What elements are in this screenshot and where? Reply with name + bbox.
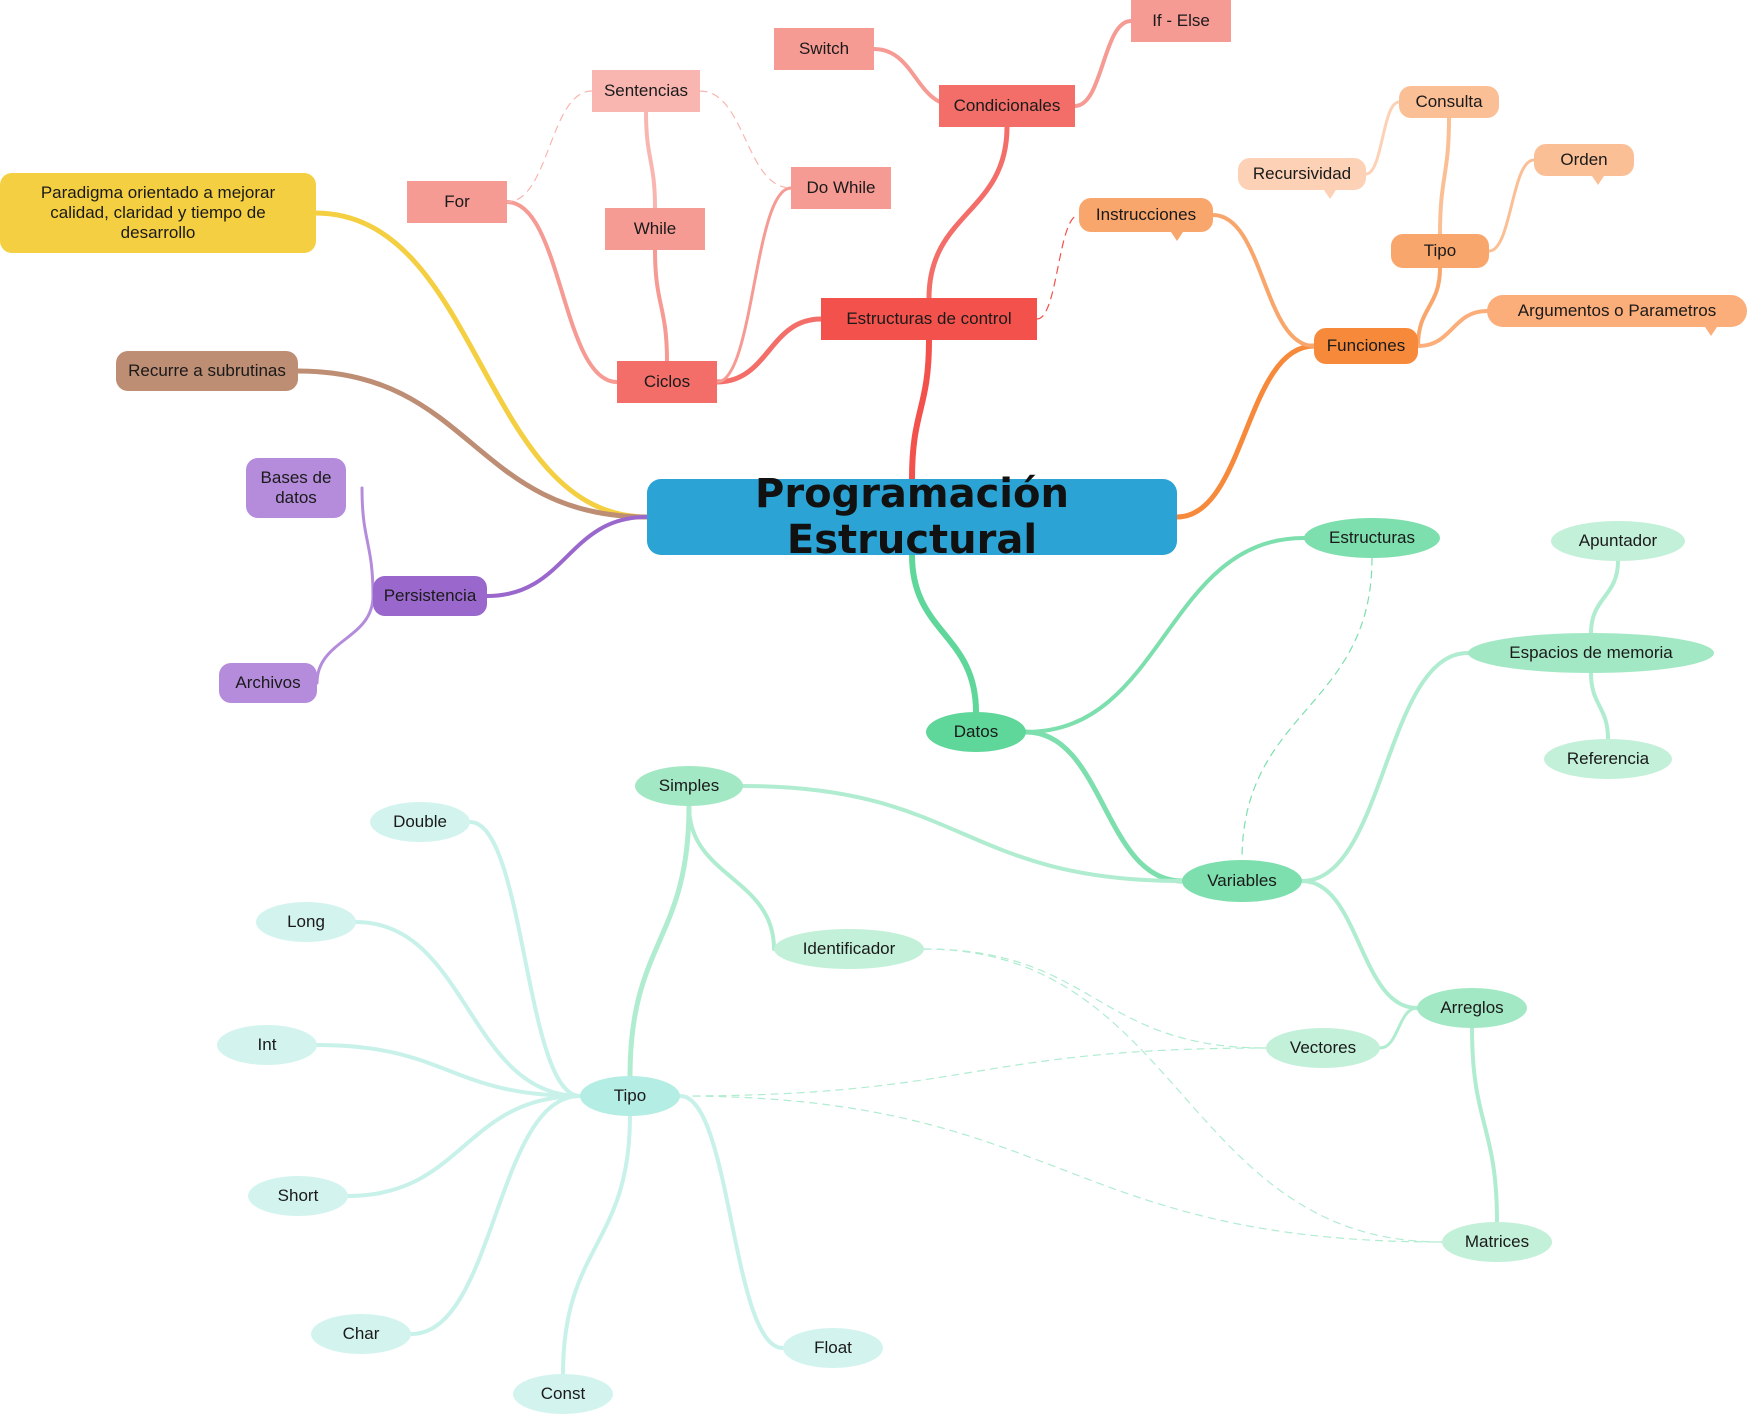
subtopic-arreglos[interactable]: Arreglos: [1417, 988, 1527, 1028]
connector-arreglos: [1300, 879, 1419, 1010]
connector-identificador: [687, 804, 776, 951]
type-char[interactable]: Char: [311, 1314, 411, 1354]
connector-tipo-matr: [679, 1095, 1443, 1243]
connector-id-vect: [923, 948, 1267, 1049]
subtopic-matrices[interactable]: Matrices: [1442, 1222, 1552, 1262]
type-const[interactable]: Const: [513, 1374, 613, 1414]
connector-ciclos: [714, 316, 824, 385]
connector-estructuras-control: [909, 337, 932, 482]
topic-recurre-subrutinas[interactable]: Recurre a subrutinas: [116, 351, 298, 391]
connector-estr-var: [1241, 557, 1373, 861]
central-topic-programacion-estructural[interactable]: Programación Estructural: [647, 471, 1177, 563]
connector-sentencias-while: [644, 110, 657, 210]
connector-sentencias-for: [506, 90, 593, 203]
connector-bases-datos: [360, 486, 375, 598]
subtopic-tipo-dato[interactable]: Tipo: [580, 1076, 680, 1116]
subtopic-instrucciones[interactable]: Instrucciones: [1079, 198, 1213, 241]
topic-persistencia[interactable]: Persistencia: [373, 576, 487, 616]
connector-simples: [741, 784, 1184, 883]
connector-int: [315, 1043, 582, 1098]
connector-long: [354, 920, 582, 1098]
connector-char: [409, 1094, 582, 1336]
subtopic-archivos[interactable]: Archivos: [219, 663, 317, 703]
subtopic-while[interactable]: While: [605, 208, 705, 250]
connector-short: [346, 1094, 582, 1198]
subtopic-recursividad[interactable]: Recursividad: [1238, 158, 1366, 199]
subtopic-for[interactable]: For: [407, 181, 507, 223]
connector-espacios: [1300, 651, 1470, 883]
type-short[interactable]: Short: [248, 1176, 348, 1216]
topic-datos[interactable]: Datos: [926, 712, 1026, 752]
subtopic-ciclos[interactable]: Ciclos: [617, 361, 717, 403]
subtopic-apuntador[interactable]: Apuntador: [1551, 521, 1685, 561]
topic-paradigma[interactable]: Paradigma orientado a mejorar calidad, c…: [0, 173, 316, 253]
subtopic-referencia[interactable]: Referencia: [1544, 739, 1672, 779]
connector-apuntador: [1589, 559, 1620, 635]
connector-sentencias-dowhile: [699, 90, 792, 189]
connector-tipo-vect: [679, 1047, 1267, 1097]
connector-matrices: [1470, 1026, 1499, 1224]
connector-funciones: [1174, 343, 1317, 520]
subtopic-identificador[interactable]: Identificador: [774, 929, 924, 969]
connector-while: [653, 248, 669, 363]
topic-funciones[interactable]: Funciones: [1314, 328, 1418, 364]
subtopic-sentencias[interactable]: Sentencias: [592, 70, 700, 112]
subtopic-consulta[interactable]: Consulta: [1399, 86, 1499, 118]
subtopic-variables[interactable]: Variables: [1182, 860, 1302, 902]
subtopic-argumentos-o-parametros[interactable]: Argumentos o Parametros: [1487, 295, 1747, 336]
subtopic-if-else[interactable]: If - Else: [1131, 0, 1231, 42]
connector-referencia: [1589, 671, 1610, 741]
connector-orden: [1487, 158, 1536, 253]
connector-datos: [909, 552, 979, 715]
connector-archivos: [315, 594, 375, 685]
type-int[interactable]: Int: [217, 1025, 317, 1065]
type-long[interactable]: Long: [256, 902, 356, 942]
type-float[interactable]: Float: [783, 1328, 883, 1368]
connector-persistencia: [485, 515, 649, 598]
subtopic-orden[interactable]: Orden: [1534, 144, 1634, 185]
connector-const: [561, 1114, 632, 1376]
connector-instrucciones: [1036, 214, 1080, 320]
subtopic-simples[interactable]: Simples: [635, 766, 743, 806]
connector-instr-fn: [1211, 213, 1316, 348]
subtopic-estructuras[interactable]: Estructuras: [1304, 518, 1440, 558]
connector-estructuras: [1024, 536, 1306, 734]
connector-float: [678, 1094, 785, 1350]
connector-argumentos: [1416, 309, 1489, 348]
connector-if-else: [1073, 19, 1133, 108]
subtopic-switch[interactable]: Switch: [774, 28, 874, 70]
connector-do-while: [715, 186, 793, 384]
connector-vectores: [1378, 1006, 1419, 1050]
connector-subrutinas: [295, 368, 650, 520]
subtopic-bases-de-datos[interactable]: Bases de datos: [246, 458, 346, 518]
type-double[interactable]: Double: [370, 802, 470, 842]
subtopic-espacios-de-memoria[interactable]: Espacios de memoria: [1468, 633, 1714, 673]
connector-id-matr: [923, 948, 1443, 1243]
subtopic-vectores[interactable]: Vectores: [1266, 1028, 1380, 1068]
connector-tipo-fn: [1416, 266, 1442, 348]
connector-for: [505, 200, 619, 384]
connector-recursividad: [1364, 100, 1401, 176]
subtopic-tipo-funcion[interactable]: Tipo: [1391, 234, 1489, 268]
connector-double: [468, 820, 582, 1098]
connector-consulta: [1438, 116, 1451, 236]
topic-estructuras-de-control[interactable]: Estructuras de control: [821, 298, 1037, 340]
subtopic-do-while[interactable]: Do While: [791, 167, 891, 209]
subtopic-condicionales[interactable]: Condicionales: [939, 85, 1075, 127]
connector-tipo: [627, 803, 692, 1079]
connector-variables: [1023, 729, 1185, 884]
connector-paradigma: [312, 210, 650, 520]
connector-condicionales: [926, 124, 1010, 301]
